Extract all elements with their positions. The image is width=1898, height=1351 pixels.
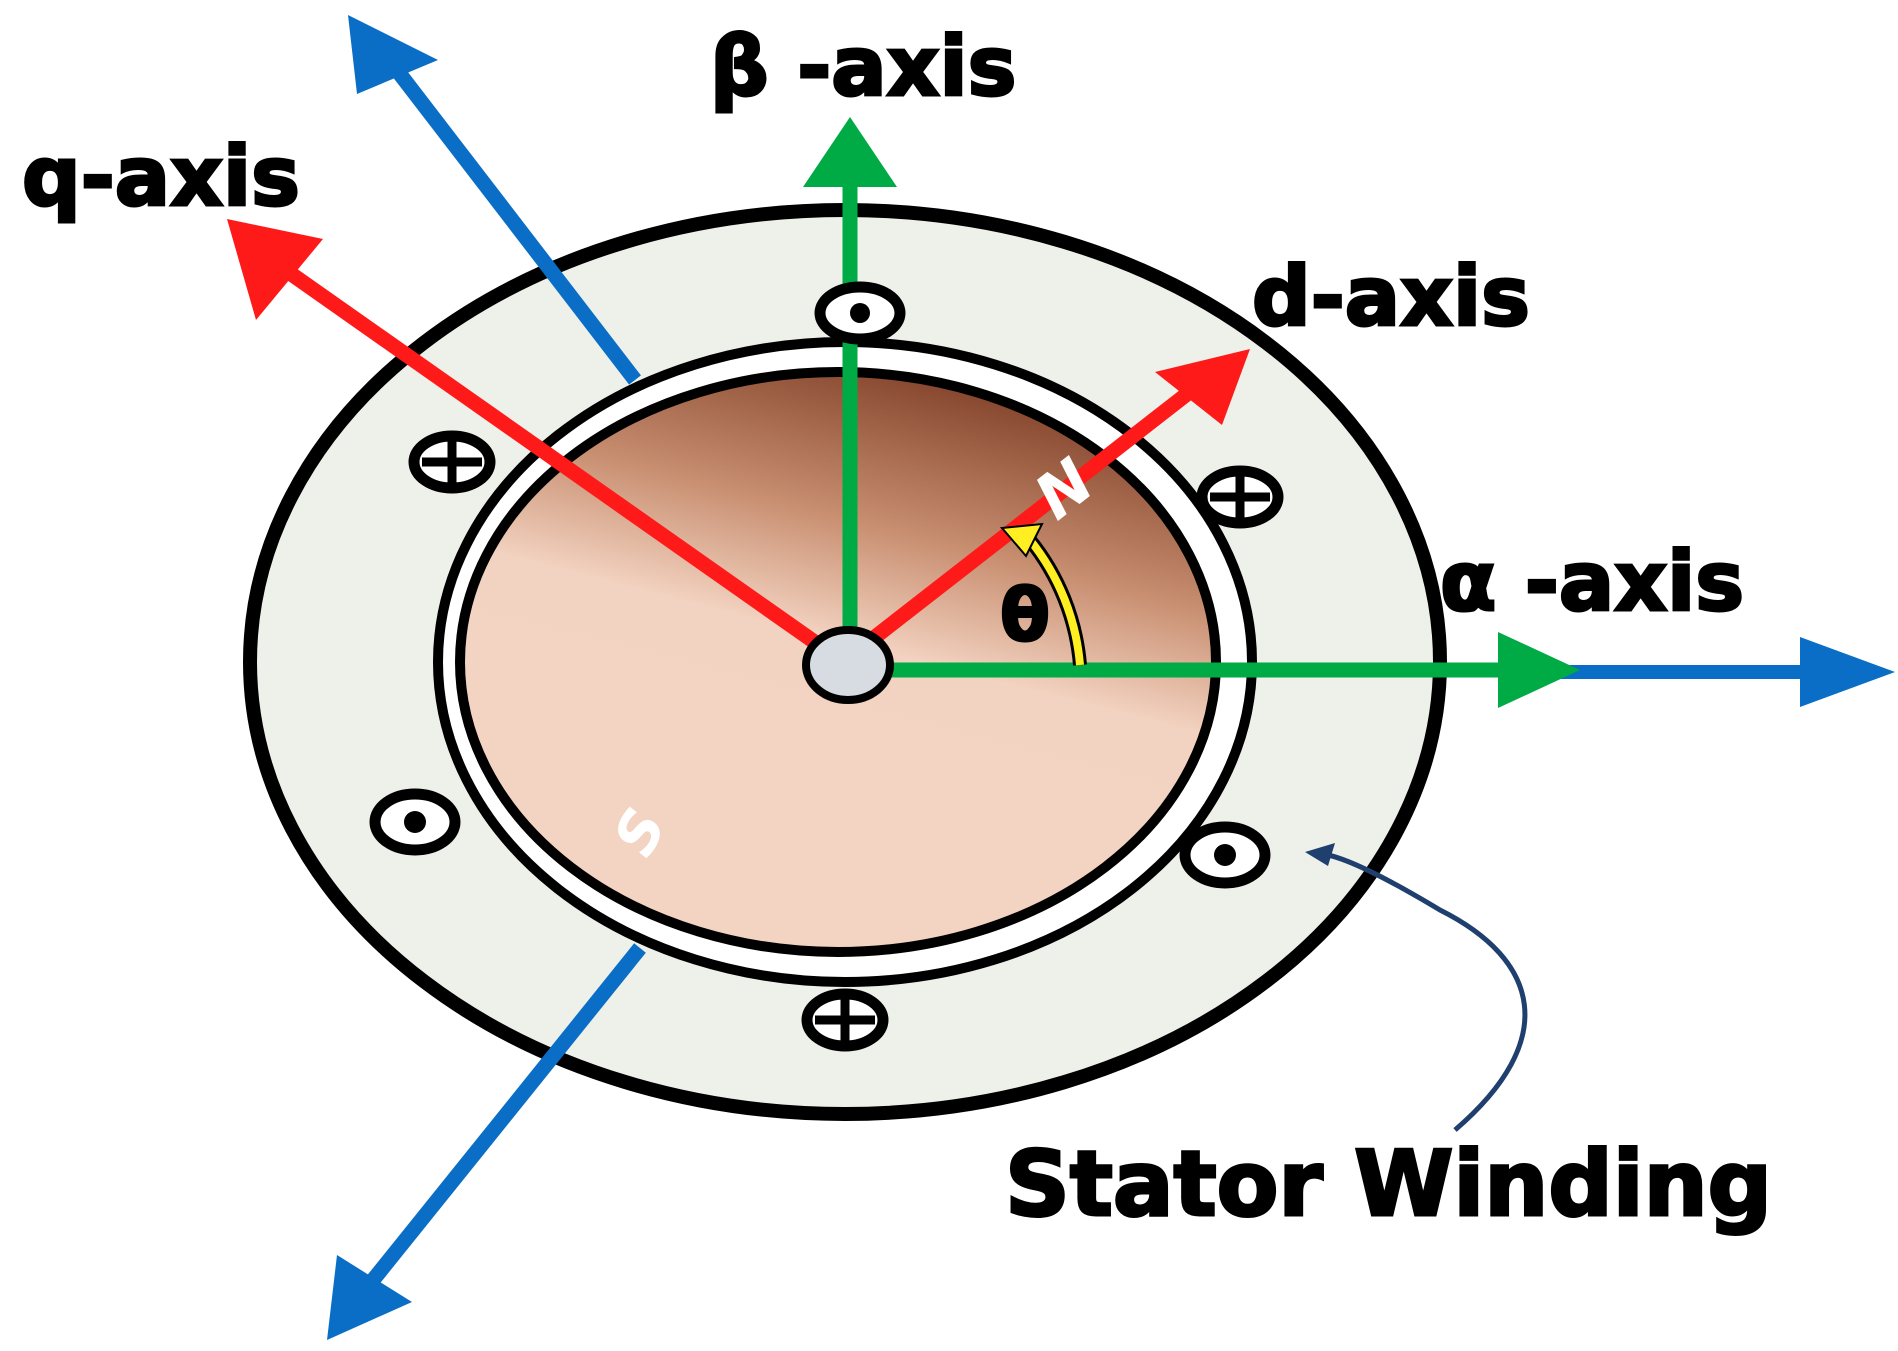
conductor-into-page-icon <box>801 988 889 1052</box>
theta-label: θ <box>1000 573 1049 657</box>
beta-axis-arrow <box>803 117 897 665</box>
blue-axis-lower <box>359 943 646 1295</box>
q-axis-arrowhead <box>227 219 323 320</box>
blue-arrowhead-right <box>1800 637 1895 707</box>
q-axis-arrow <box>227 219 848 669</box>
stator-winding-label: Stator Winding <box>1005 1132 1772 1237</box>
q-axis-label: q-axis <box>22 130 300 225</box>
blue-arrowhead-upper <box>348 15 438 94</box>
conductor-out-of-page-icon <box>369 788 461 856</box>
conductor-into-page-icon <box>408 430 496 494</box>
d-axis-arrow <box>838 349 1250 668</box>
d-axis-label: d-axis <box>1252 250 1530 345</box>
d-axis-arrowhead <box>1155 349 1250 425</box>
beta-axis-label: β -axis <box>710 20 1016 115</box>
blue-axis-upper <box>387 60 641 385</box>
rotor-shaft <box>802 626 894 704</box>
alpha-axis-arrow <box>843 632 1580 708</box>
blue-arrowhead-lower <box>327 1255 412 1340</box>
alpha-axis-label: α -axis <box>1440 535 1744 630</box>
conductor-out-of-page-icon <box>1179 821 1271 889</box>
conductor-out-of-page-icon <box>814 281 906 345</box>
theta-angle-arc <box>999 522 1087 666</box>
alpha-axis-arrowhead <box>1498 632 1580 708</box>
beta-axis-arrowhead <box>803 117 897 187</box>
pointer-arrowhead <box>1305 843 1335 866</box>
conductor-into-page-icon <box>1196 465 1284 529</box>
theta-arc-arrowhead <box>999 522 1044 558</box>
stator-winding-pointer <box>1305 843 1528 1132</box>
